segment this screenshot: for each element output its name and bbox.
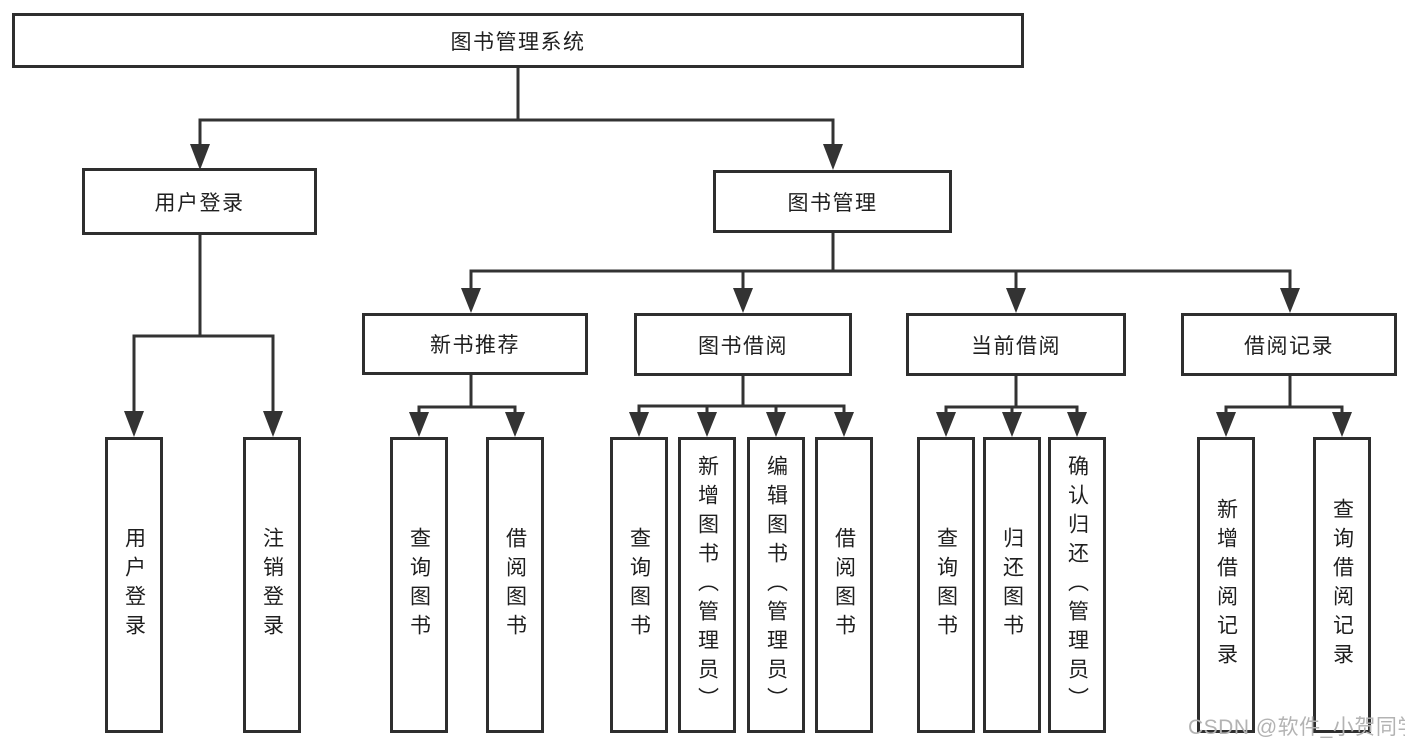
node-library-system: 图书管理系统 [12,13,1024,68]
leaf-current-query-books: 查询图书 [917,437,975,733]
leaf-newbook-query-books-label: 查询图书 [407,527,431,643]
node-current-borrowing-label: 当前借阅 [971,334,1061,358]
node-new-book-recommend: 新书推荐 [362,313,588,375]
leaf-records-add-record: 新增借阅记录 [1197,437,1255,733]
leaf-user-login: 用户登录 [105,437,163,733]
node-new-book-recommend-label: 新书推荐 [430,334,520,357]
leaf-logout: 注销登录 [243,437,301,733]
leaf-borrowing-query-books-label: 查询图书 [627,527,651,643]
node-borrowing-records: 借阅记录 [1181,313,1397,376]
leaf-current-confirm-return-admin-label: 确认归还（管理员） [1065,454,1089,716]
node-user-login-label: 用户登录 [154,191,245,215]
node-library-system-label: 图书管理系统 [450,30,586,54]
leaf-borrowing-borrow-books-label: 借阅图书 [832,527,856,643]
leaf-current-query-books-label: 查询图书 [934,527,958,643]
leaf-newbook-borrow-books: 借阅图书 [486,437,544,733]
connector-book-borrowing [629,376,854,437]
leaf-borrowing-borrow-books: 借阅图书 [815,437,873,733]
connector-current-borrowing [936,376,1087,437]
csdn-watermark: CSDN @软件_小贺同学 [1188,716,1405,739]
leaf-records-query-record-label: 查询借阅记录 [1330,498,1354,672]
leaf-borrowing-edit-books-admin-label: 编辑图书（管理员） [764,454,788,716]
leaf-records-add-record-label: 新增借阅记录 [1214,498,1238,672]
node-current-borrowing: 当前借阅 [906,313,1126,376]
leaf-newbook-borrow-books-label: 借阅图书 [503,527,527,643]
connector-book-management [461,233,1300,313]
leaf-borrowing-add-books-admin: 新增图书（管理员） [678,437,736,733]
connector-root [190,68,843,170]
leaf-user-login-label: 用户登录 [122,527,146,643]
leaf-borrowing-query-books: 查询图书 [610,437,668,733]
node-book-borrowing: 图书借阅 [634,313,852,376]
leaf-current-return-books-label: 归还图书 [1000,527,1024,643]
leaf-current-confirm-return-admin: 确认归还（管理员） [1048,437,1106,733]
node-book-borrowing-label: 图书借阅 [698,334,788,358]
leaf-newbook-query-books: 查询图书 [390,437,448,733]
connector-borrowing-records [1216,376,1352,437]
leaf-borrowing-add-books-admin-label: 新增图书（管理员） [695,454,719,716]
connector-new-book-recommend [409,375,525,437]
node-borrowing-records-label: 借阅记录 [1244,334,1334,358]
leaf-records-query-record: 查询借阅记录 [1313,437,1371,733]
leaf-borrowing-edit-books-admin: 编辑图书（管理员） [747,437,805,733]
leaf-logout-label: 注销登录 [260,527,284,643]
node-book-management-label: 图书管理 [787,191,878,215]
connector-user-login [124,235,283,437]
leaf-current-return-books: 归还图书 [983,437,1041,733]
node-user-login: 用户登录 [82,168,317,235]
node-book-management: 图书管理 [713,170,952,233]
